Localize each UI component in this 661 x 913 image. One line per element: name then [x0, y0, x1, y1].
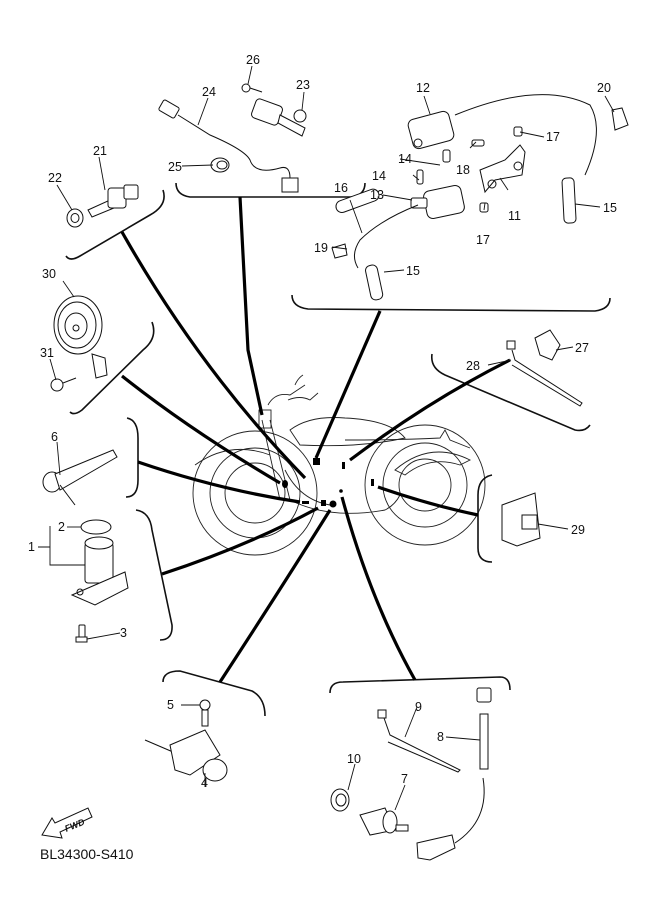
mount-marker — [302, 501, 309, 504]
pointer-oil-pressure — [340, 496, 417, 681]
pointer-speed-sensor — [238, 196, 264, 416]
part-lead-wire[interactable] — [158, 99, 299, 193]
callout-26[interactable]: 26 — [246, 53, 260, 67]
part-plug-cap-15-left[interactable] — [354, 204, 419, 301]
part-bolt-5[interactable] — [199, 699, 211, 727]
callout-1[interactable]: 1 — [28, 540, 35, 554]
reference-code: BL34300-S410 — [40, 846, 134, 862]
callout-14a[interactable]: 14 — [398, 152, 412, 166]
callout-5[interactable]: 5 — [167, 698, 174, 712]
part-clamp-25[interactable] — [210, 157, 230, 173]
leader-lines — [38, 65, 615, 811]
mount-marker — [371, 479, 374, 486]
callout-14b[interactable]: 14 — [372, 169, 386, 183]
part-horn[interactable] — [53, 295, 108, 379]
callout-13[interactable]: 13 — [370, 188, 384, 202]
callout-17a[interactable]: 17 — [546, 130, 560, 144]
part-ignition-coil-13[interactable] — [410, 184, 465, 220]
callout-labels: 26 23 24 25 21 22 30 31 12 14 14 13 16 1… — [28, 53, 617, 790]
callout-15b[interactable]: 15 — [406, 264, 420, 278]
callout-7[interactable]: 7 — [401, 772, 408, 786]
callout-3[interactable]: 3 — [120, 626, 127, 640]
callout-20[interactable]: 20 — [597, 81, 611, 95]
mount-marker — [329, 500, 337, 508]
callout-8[interactable]: 8 — [437, 730, 444, 744]
part-lead-8[interactable] — [416, 687, 492, 861]
part-clip-27[interactable] — [534, 329, 561, 361]
callout-9[interactable]: 9 — [415, 700, 422, 714]
callout-25[interactable]: 25 — [168, 160, 182, 174]
callout-16[interactable]: 16 — [334, 181, 348, 195]
callout-19[interactable]: 19 — [314, 241, 328, 255]
part-bolt-18[interactable] — [471, 139, 485, 147]
mount-marker — [342, 462, 345, 469]
pointer-temp-sensor — [120, 231, 307, 480]
pointer-gear-position — [161, 506, 319, 576]
callout-12[interactable]: 12 — [416, 81, 430, 95]
callout-27[interactable]: 27 — [575, 341, 589, 355]
part-bolt-3[interactable] — [75, 624, 88, 643]
pointer-switch — [137, 460, 301, 504]
part-speed-sensor[interactable] — [250, 98, 307, 137]
part-bolt-14[interactable] — [416, 149, 451, 185]
callout-4[interactable]: 4 — [201, 776, 208, 790]
mount-marker — [339, 489, 343, 493]
part-cable-tie-9[interactable] — [377, 709, 461, 773]
part-clip-19[interactable] — [331, 243, 348, 259]
callout-6[interactable]: 6 — [51, 430, 58, 444]
mount-marker — [282, 480, 288, 488]
callout-30[interactable]: 30 — [42, 267, 56, 281]
part-ignition-coil-12[interactable] — [407, 110, 455, 150]
part-o-ring-2[interactable] — [80, 519, 112, 535]
mount-marker — [313, 458, 320, 465]
pointer-lines — [120, 196, 511, 683]
part-bolt-31[interactable] — [50, 377, 77, 392]
motorcycle-outline — [192, 374, 486, 556]
part-gear-position-switch[interactable] — [70, 536, 129, 606]
pointer-horn — [121, 374, 281, 485]
fwd-arrow-icon: FWD — [41, 807, 93, 839]
part-cable-tie-28[interactable] — [506, 340, 583, 407]
part-washer-22[interactable] — [66, 208, 84, 228]
callout-10[interactable]: 10 — [347, 752, 361, 766]
part-bracket-11[interactable] — [479, 144, 526, 194]
callout-18[interactable]: 18 — [456, 163, 470, 177]
callout-15a[interactable]: 15 — [603, 201, 617, 215]
callout-2[interactable]: 2 — [58, 520, 65, 534]
callout-28[interactable]: 28 — [466, 359, 480, 373]
group-brackets — [65, 182, 611, 717]
callout-24[interactable]: 24 — [202, 85, 216, 99]
pointer-ignition-coil — [314, 310, 382, 459]
callout-22[interactable]: 22 — [48, 171, 62, 185]
part-plug-cap-15-right[interactable] — [454, 94, 597, 224]
callout-17b[interactable]: 17 — [476, 233, 490, 247]
part-tube-16[interactable] — [334, 187, 380, 214]
mount-marker — [321, 500, 326, 506]
callout-23[interactable]: 23 — [296, 78, 310, 92]
callout-31[interactable]: 31 — [40, 346, 54, 360]
part-oil-pressure-switch[interactable] — [359, 807, 409, 836]
part-clip-20[interactable] — [611, 107, 629, 131]
pointer-relay — [377, 485, 479, 517]
callout-11[interactable]: 11 — [508, 209, 521, 223]
pointer-cable-tie — [349, 358, 511, 462]
part-collar-17[interactable] — [479, 126, 523, 213]
pointer-sidestand — [218, 509, 332, 683]
callout-21[interactable]: 21 — [93, 144, 107, 158]
part-temp-sensor[interactable] — [87, 184, 139, 218]
part-switch-6[interactable] — [42, 449, 118, 506]
callout-29[interactable]: 29 — [571, 523, 585, 537]
part-relay[interactable] — [501, 492, 541, 547]
part-bolt-26[interactable] — [241, 83, 263, 93]
part-sidestand-switch[interactable] — [144, 729, 228, 782]
part-washer-10[interactable] — [330, 788, 350, 812]
